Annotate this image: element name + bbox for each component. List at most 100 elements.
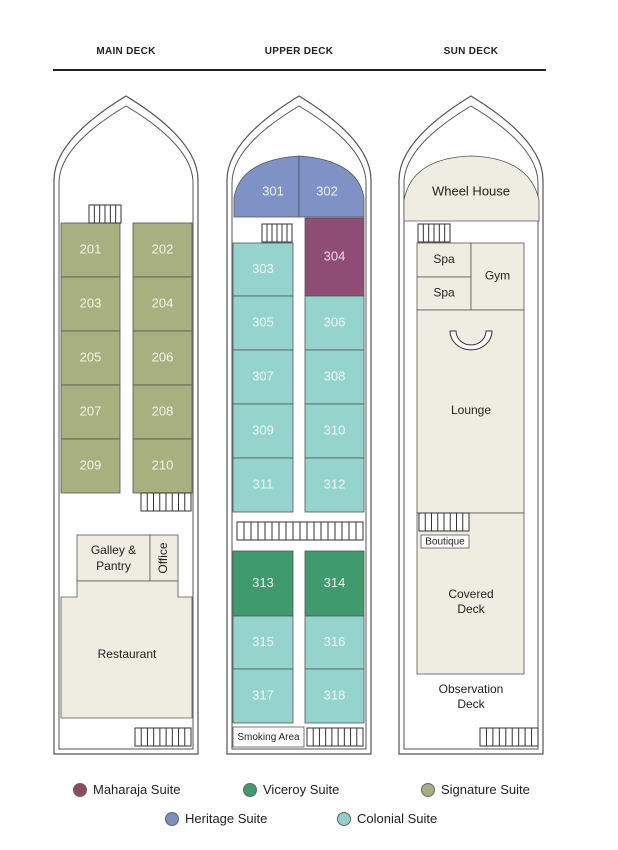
boutique-label: Boutique <box>425 537 465 548</box>
cabin-204 <box>132 276 193 332</box>
cabin-306 <box>304 295 365 351</box>
restaurant-label: Restaurant <box>98 647 157 661</box>
lounge-label: Lounge <box>451 403 491 417</box>
cabin-209 <box>60 438 121 494</box>
legend-swatch <box>421 782 435 797</box>
sun-stair-top <box>417 223 451 243</box>
lounge-bar <box>449 330 493 351</box>
cabin-label-308: 308 <box>324 368 346 383</box>
upper-deck-title: UPPER DECK <box>264 46 334 57</box>
cabin-label-313: 313 <box>252 575 274 590</box>
lounge <box>416 309 525 514</box>
cabin-313 <box>232 550 294 617</box>
main-stair-bottom <box>134 727 192 747</box>
cabin-label-309: 309 <box>252 422 274 437</box>
galley-room <box>76 534 151 582</box>
cabin-312 <box>304 457 365 513</box>
cabin-label-310: 310 <box>324 422 346 437</box>
sun-stair-mid <box>418 512 470 532</box>
cabin-315 <box>232 615 294 670</box>
office-room <box>149 534 179 582</box>
cabin-label-302: 302 <box>316 183 338 198</box>
cabin-210 <box>132 438 193 494</box>
legend-item-colonial-suite: Colonial Suite <box>337 811 437 826</box>
cabin-label-305: 305 <box>252 314 274 329</box>
cabin-label-208: 208 <box>152 403 174 418</box>
cabin-label-316: 316 <box>324 634 346 649</box>
legend-swatch <box>337 811 351 826</box>
cabin-label-315: 315 <box>252 634 274 649</box>
covered-label-1: Covered <box>448 587 493 601</box>
galley-label-2: Pantry <box>96 559 131 573</box>
legend-swatch <box>243 782 257 797</box>
cabin-202 <box>132 222 193 278</box>
cabin-label-210: 210 <box>152 457 174 472</box>
restaurant-room <box>60 580 193 719</box>
cabin-303 <box>232 242 294 297</box>
legend-label: Colonial Suite <box>357 811 438 826</box>
legend-label: Viceroy Suite <box>263 782 340 797</box>
cabin-302 <box>298 155 365 218</box>
cabin-label-202: 202 <box>152 241 174 256</box>
gym <box>470 242 525 311</box>
legend-item-maharaja-suite: Maharaja Suite <box>73 782 180 797</box>
wheel-house <box>403 155 540 222</box>
main-stair-mid <box>140 492 192 512</box>
legend-item-signature-suite: Signature Suite <box>421 782 530 797</box>
smoking-label: Smoking Area <box>237 732 300 743</box>
upper-stair-bottom <box>306 727 364 747</box>
legend-label: Heritage Suite <box>185 811 268 826</box>
cabin-label-209: 209 <box>80 457 102 472</box>
sun-stair-bottom <box>479 727 539 747</box>
observation-label-1: Observation <box>439 682 504 696</box>
cabin-208 <box>132 384 193 440</box>
cabin-label-203: 203 <box>80 295 102 310</box>
legend-swatch <box>165 811 179 826</box>
cabin-206 <box>132 330 193 386</box>
cabin-318 <box>304 668 365 724</box>
observation-label-2: Deck <box>457 697 485 711</box>
cabin-311 <box>232 457 294 513</box>
cabin-label-311: 311 <box>253 476 274 491</box>
cabin-label-303: 303 <box>252 261 274 276</box>
main-stair-top <box>88 204 122 224</box>
cabin-label-201: 201 <box>80 241 102 256</box>
cabin-207 <box>60 384 121 440</box>
wheelhouse-label: Wheel House <box>432 183 510 198</box>
cabin-label-301: 301 <box>262 183 284 198</box>
legend-label: Maharaja Suite <box>93 782 181 797</box>
office-label: Office <box>156 542 170 573</box>
spa-label-2: Spa <box>433 286 455 300</box>
legend-swatch <box>73 782 87 797</box>
cabin-label-304: 304 <box>324 248 346 263</box>
gym-label: Gym <box>485 269 510 283</box>
sun-deck-title: SUN DECK <box>443 46 499 57</box>
spa-1 <box>416 242 472 278</box>
cabin-label-206: 206 <box>152 349 174 364</box>
legend-label: Signature Suite <box>441 782 530 797</box>
upper-stair-mid <box>236 521 364 541</box>
cabin-label-207: 207 <box>80 403 102 418</box>
cabin-305 <box>232 295 294 351</box>
stairs <box>88 204 539 747</box>
cabin-label-306: 306 <box>324 314 346 329</box>
cabin-307 <box>232 349 294 405</box>
upper-stair-top <box>261 223 293 243</box>
legend-item-viceroy-suite: Viceroy Suite <box>243 782 339 797</box>
cabin-label-318: 318 <box>324 687 346 702</box>
cabin-304 <box>304 217 365 297</box>
cabin-317 <box>232 668 294 724</box>
legend-item-heritage-suite: Heritage Suite <box>165 811 267 826</box>
covered-label-2: Deck <box>457 602 485 616</box>
cabin-label-312: 312 <box>324 476 346 491</box>
smoking-area <box>232 726 305 748</box>
cabin-label-307: 307 <box>252 368 274 383</box>
spa-label-1: Spa <box>433 252 455 266</box>
galley-label-1: Galley & <box>91 543 136 557</box>
main-deck-title: MAIN DECK <box>96 46 156 57</box>
room-cells <box>60 155 540 748</box>
header-rule <box>53 69 546 71</box>
boutique <box>420 534 470 549</box>
